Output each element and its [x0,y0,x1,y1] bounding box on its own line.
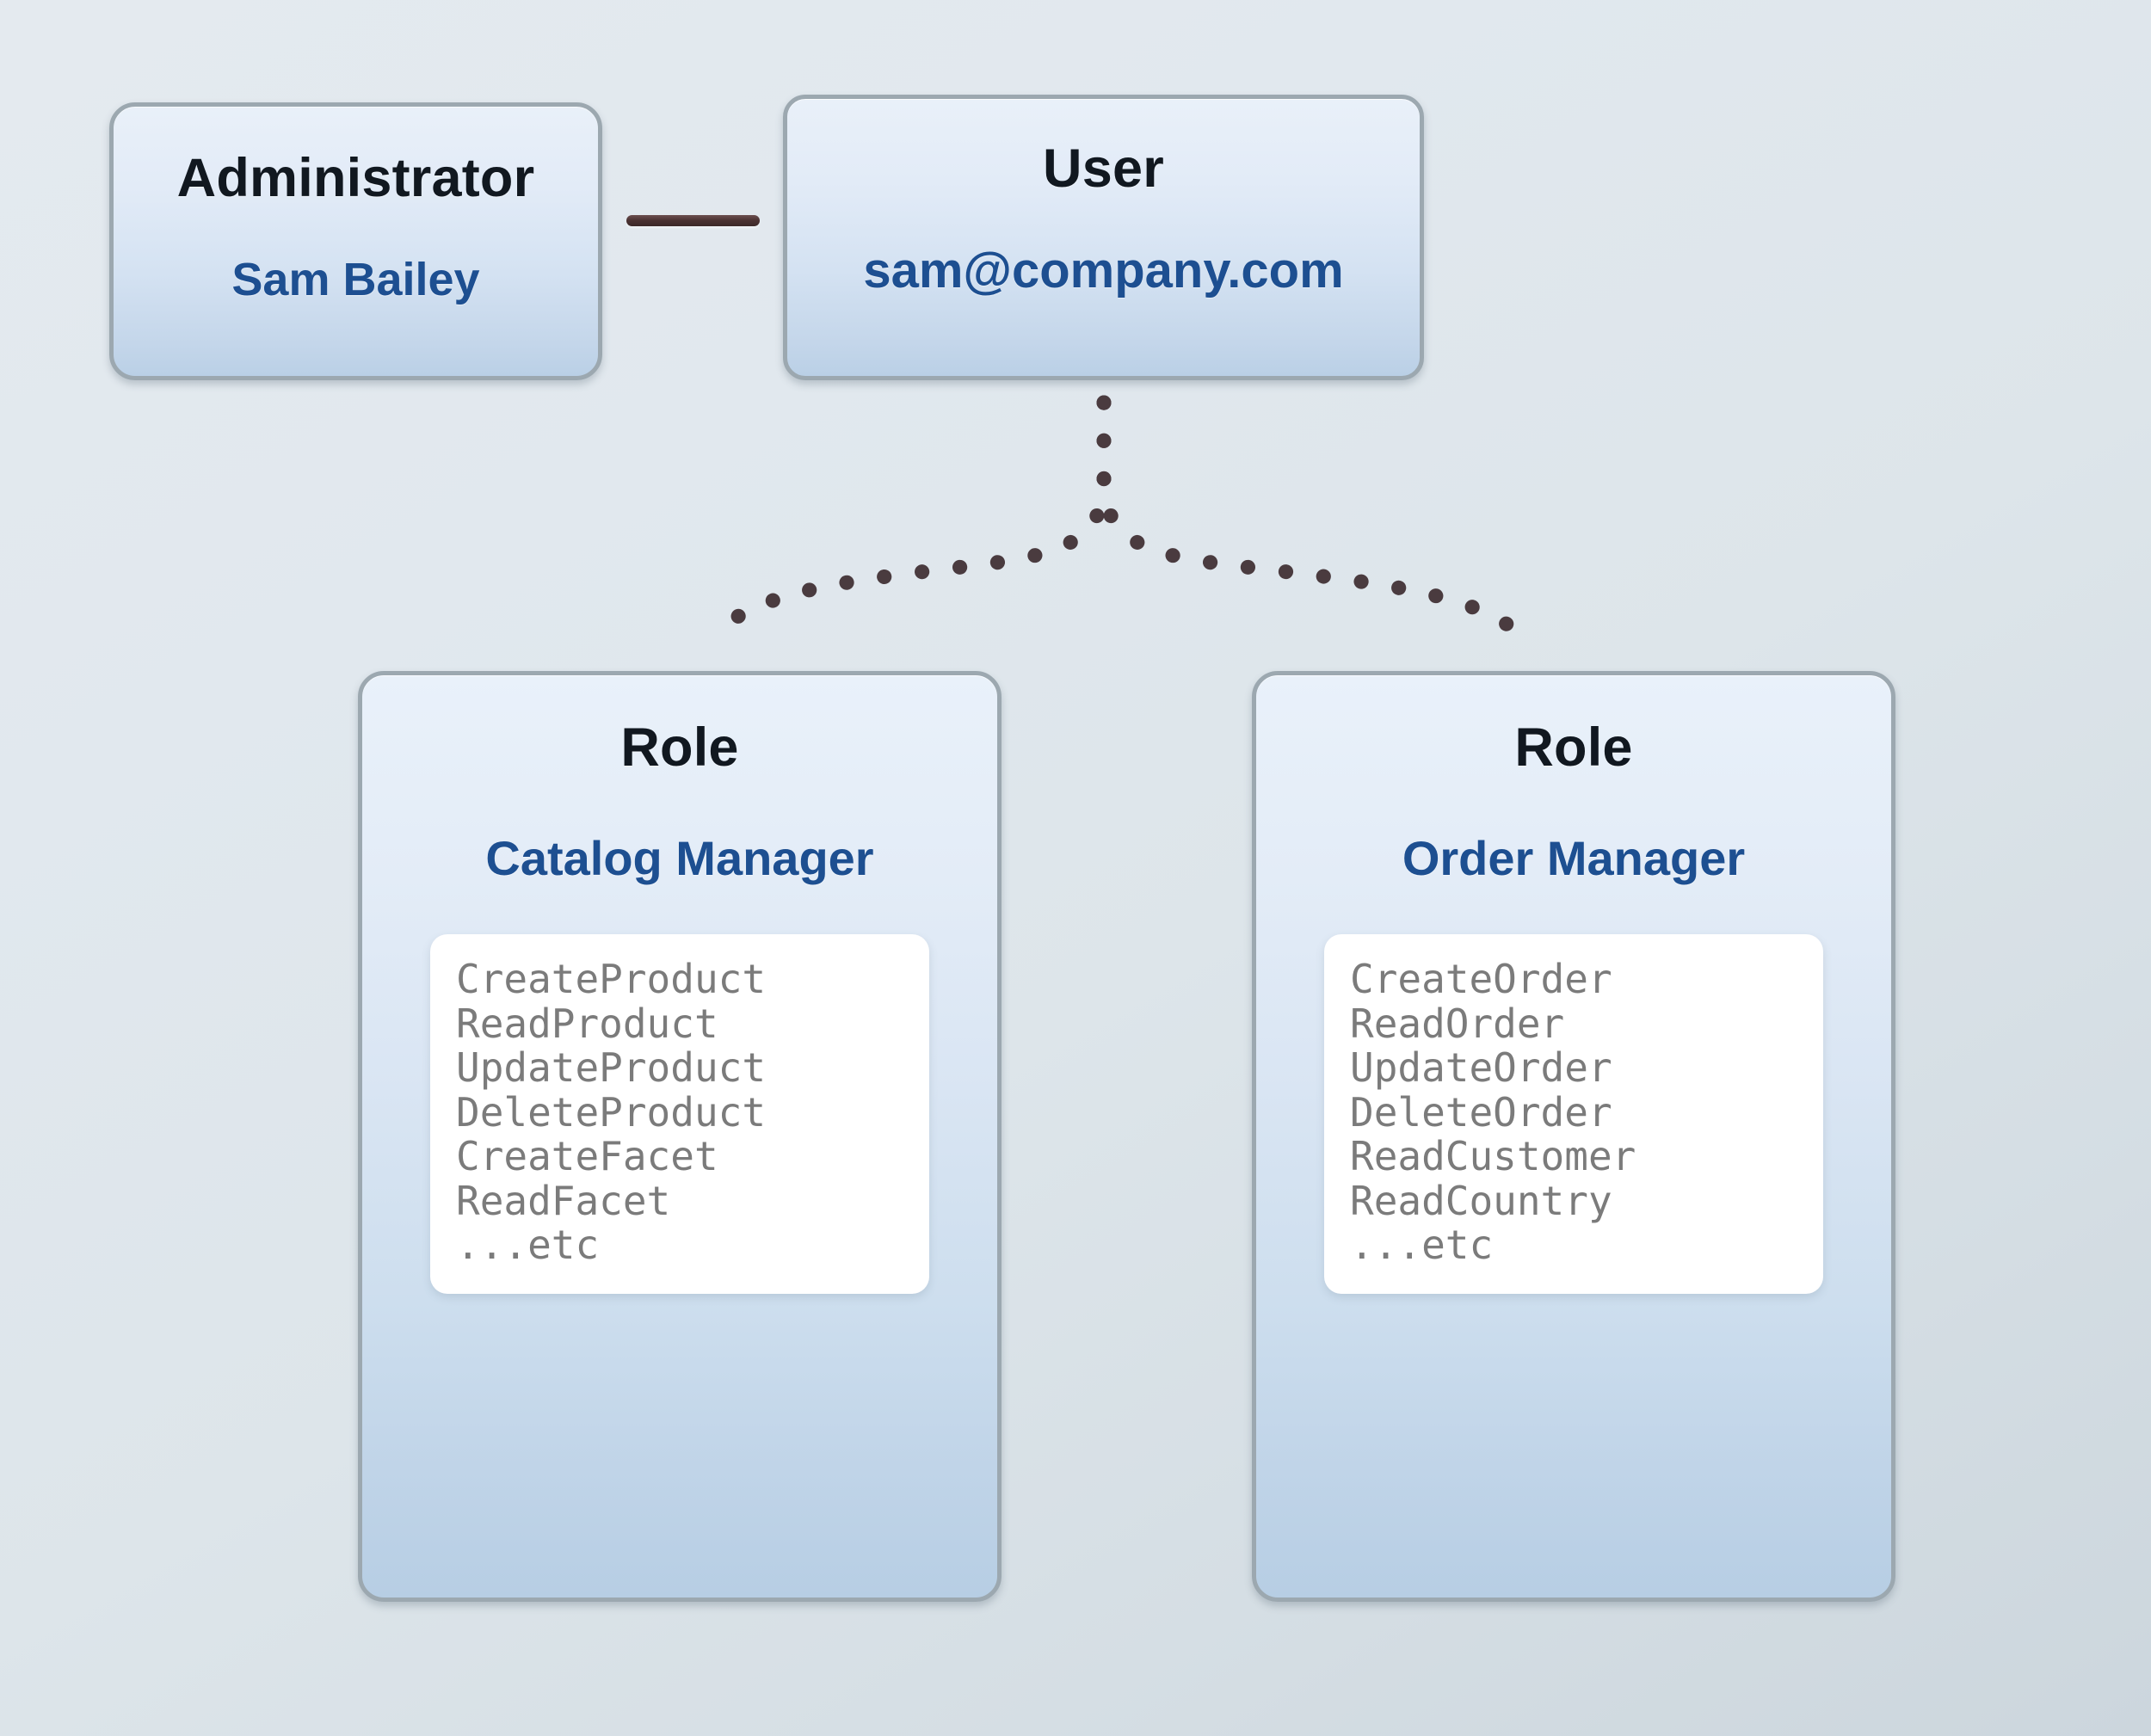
permission-list-order-manager: CreateOrder ReadOrder UpdateOrder Delete… [1324,934,1823,1294]
permission-item: CreateProduct [456,956,767,1002]
user-to-order-role-connector [1096,395,1531,644]
permission-item: ReadCustomer [1350,1133,1636,1180]
role-title: Role [620,717,739,778]
user-node[interactable]: User sam@company.com [783,95,1424,380]
role-node-catalog-manager[interactable]: Role Catalog Manager CreateProduct ReadP… [358,671,1002,1602]
permission-item: ReadOrder [1350,1000,1565,1047]
user-node-email: sam@company.com [863,243,1344,299]
administrator-node[interactable]: Administrator Sam Bailey [109,102,602,380]
permission-item: ReadProduct [456,1000,718,1047]
permission-item: ReadCountry [1350,1177,1612,1224]
permission-item: ReadFacet [456,1177,671,1224]
permission-item: UpdateProduct [456,1044,767,1092]
permission-item: DeleteProduct [456,1088,767,1136]
administrator-node-title: Administrator [176,148,535,208]
permission-item: CreateFacet [456,1133,718,1180]
permission-item: UpdateOrder [1350,1044,1612,1092]
administrator-user-connector [626,215,760,226]
permission-item: ...etc [456,1222,600,1269]
permission-item: CreateOrder [1350,956,1612,1002]
role-name: Order Manager [1402,831,1746,885]
user-to-catalog-role-connector [703,395,1112,644]
role-name: Catalog Manager [485,831,874,885]
permission-item: ...etc [1350,1222,1494,1269]
role-title: Role [1514,717,1633,778]
user-node-title: User [1043,139,1164,199]
permission-item: DeleteOrder [1350,1088,1612,1136]
role-node-order-manager[interactable]: Role Order Manager CreateOrder ReadOrder… [1252,671,1895,1602]
administrator-node-name: Sam Bailey [231,254,480,306]
permission-list-catalog-manager: CreateProduct ReadProduct UpdateProduct … [430,934,929,1294]
